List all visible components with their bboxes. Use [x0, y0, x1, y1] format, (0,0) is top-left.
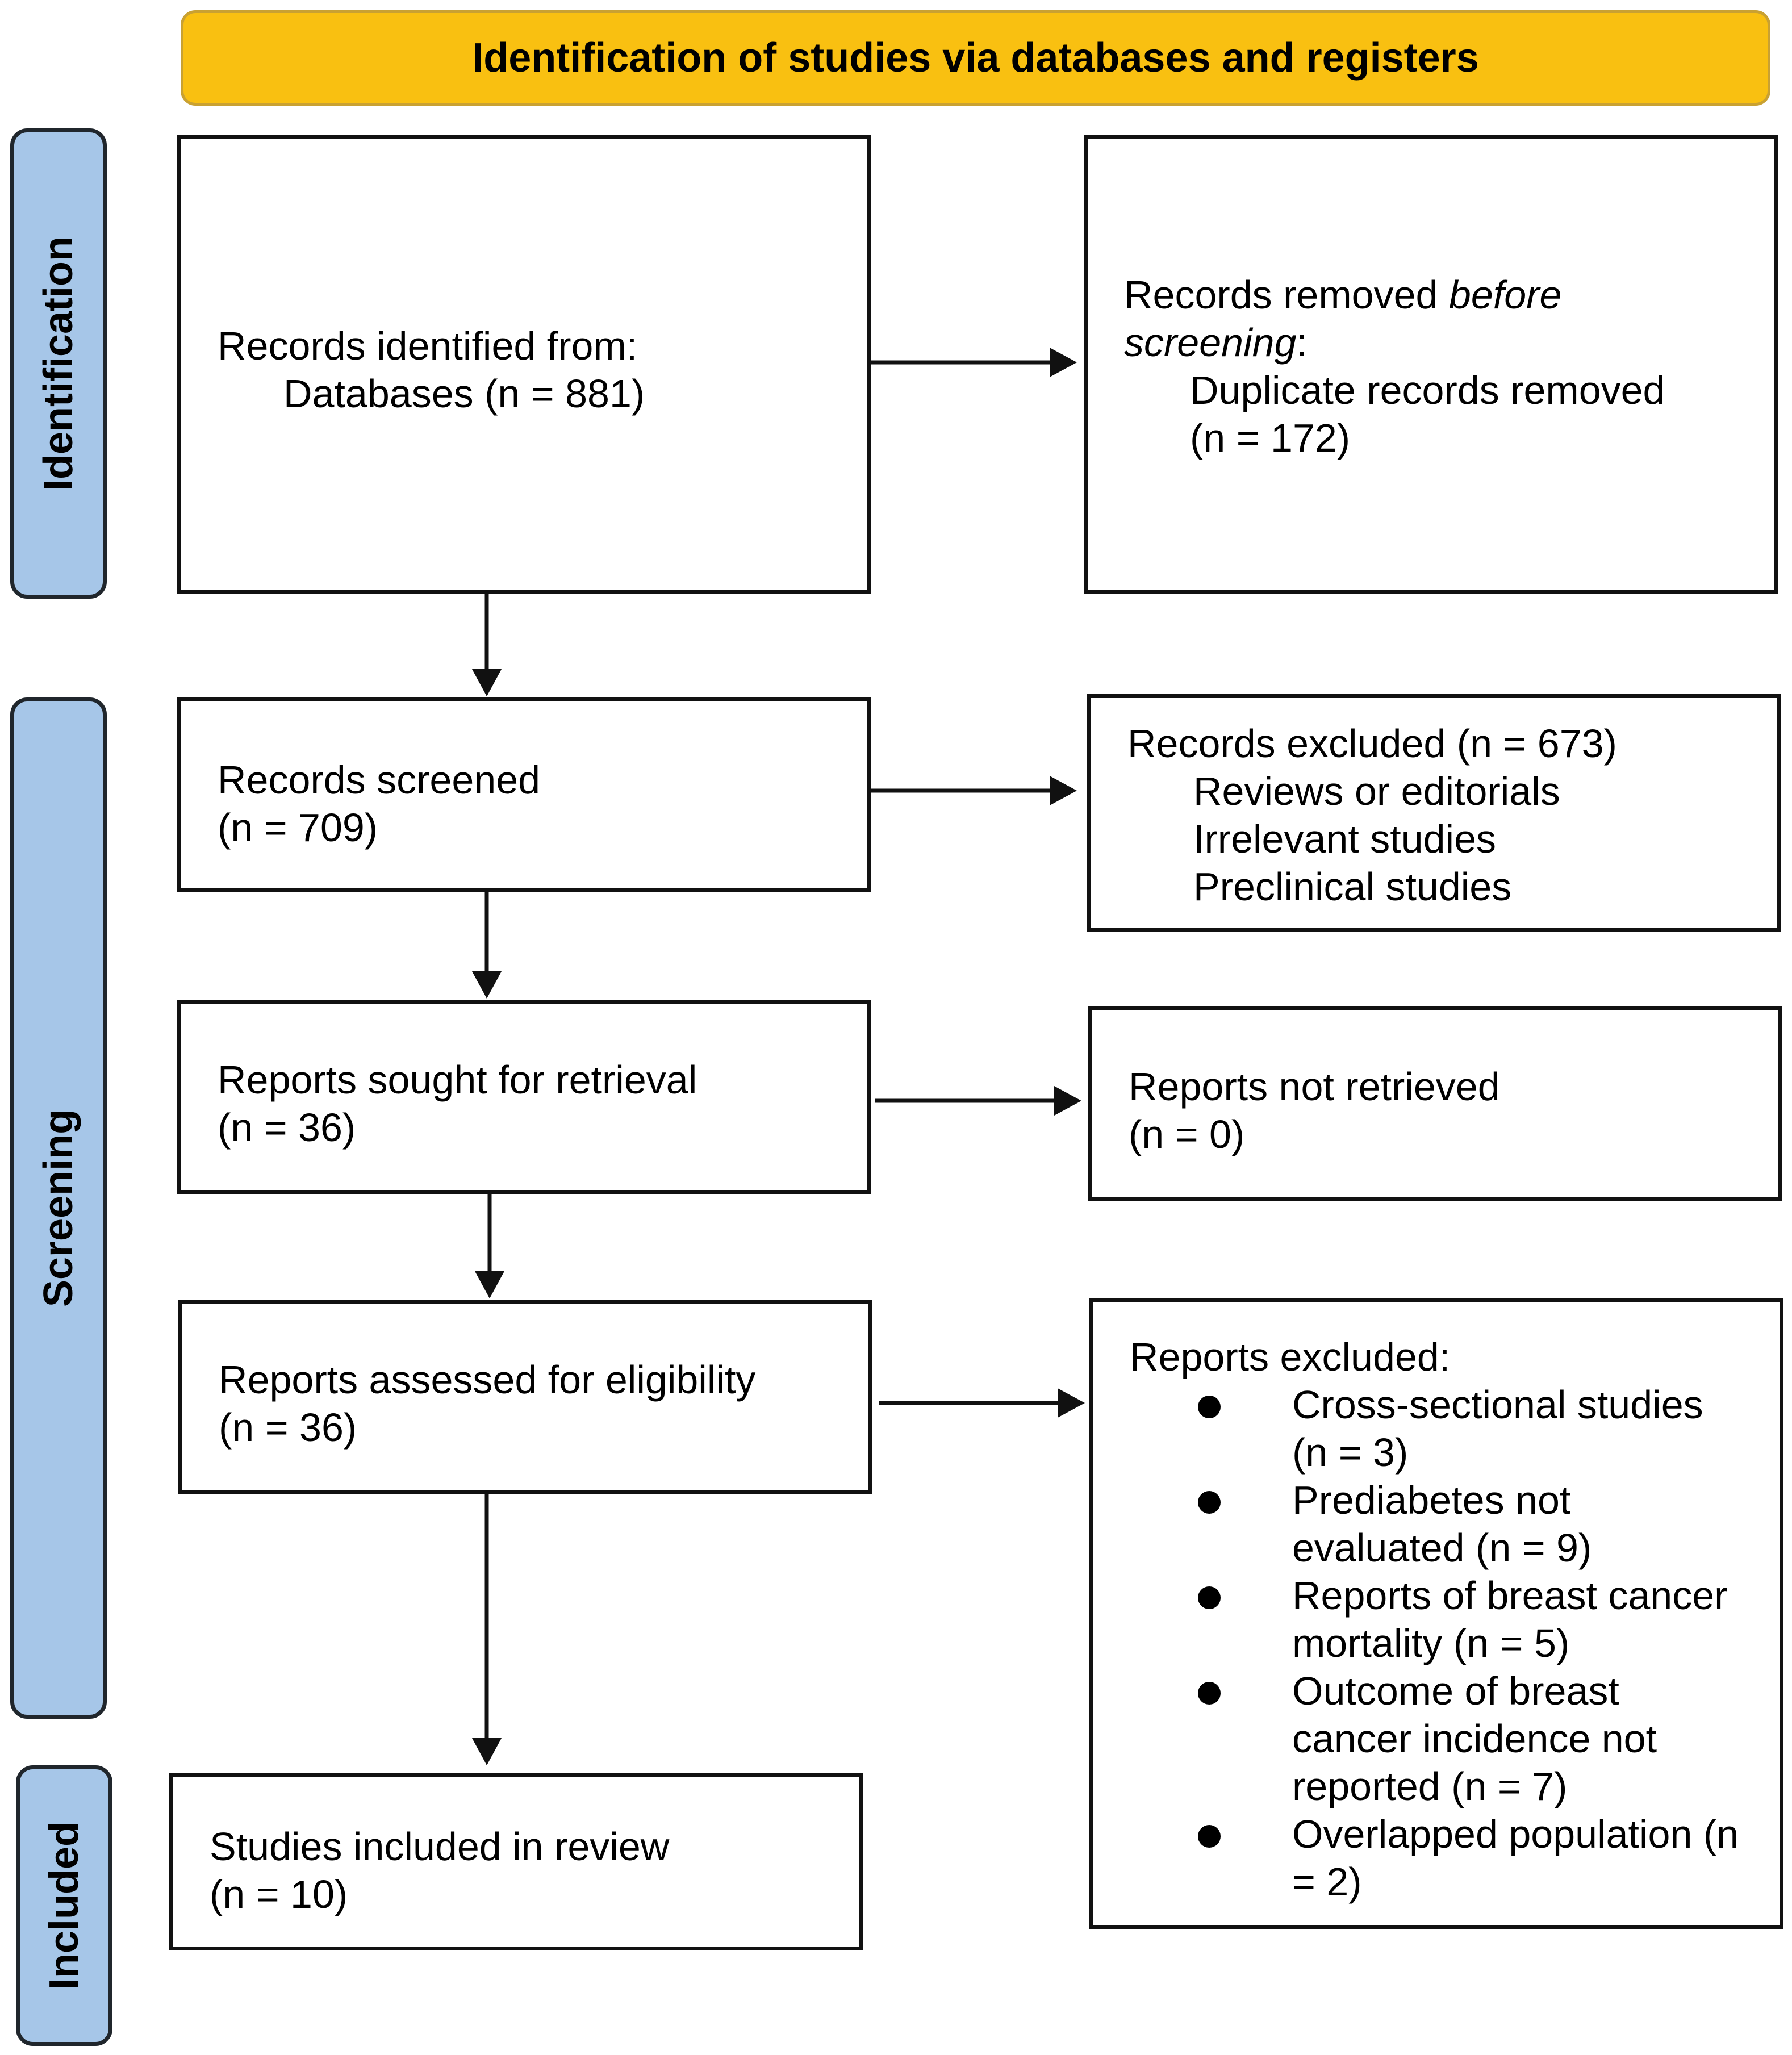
excluded-reason: Irrelevant studies	[1193, 817, 1497, 861]
records-excluded-box: Records excluded (n = 673) Reviews or ed…	[1087, 694, 1781, 932]
arrow-sought-to-notretrieved	[875, 1086, 1081, 1116]
bullet-icon	[1198, 1491, 1221, 1514]
databases-count: Databases (n = 881)	[283, 371, 645, 416]
reports-not-retrieved-label: Reports not retrieved	[1129, 1064, 1500, 1109]
reports-assessed-label: Reports assessed for eligibility	[219, 1358, 756, 1402]
excluded-reason: Preclinical studies	[1193, 864, 1512, 909]
arrow-screened-to-sought	[472, 892, 502, 999]
studies-included-count: (n = 10)	[210, 1872, 348, 1916]
excluded-reason: Reviews or editorials	[1193, 769, 1560, 813]
records-screened-box: Records screened (n = 709)	[177, 697, 871, 892]
bullet-icon	[1198, 1682, 1221, 1705]
list-item: Cross-sectional studies (n = 3)	[1130, 1381, 1747, 1476]
reports-sought-box: Reports sought for retrieval (n = 36)	[177, 1000, 871, 1194]
records-removed-box: Records removed before screening: Duplic…	[1084, 135, 1778, 594]
phase-included: Included	[16, 1765, 112, 2046]
banner-title: Identification of studies via databases …	[472, 35, 1479, 81]
bullet-icon	[1198, 1586, 1221, 1609]
records-screened-count: (n = 709)	[218, 805, 378, 850]
reports-sought-label: Reports sought for retrieval	[218, 1058, 697, 1102]
list-item: Prediabetes not evaluated (n = 9)	[1130, 1476, 1747, 1572]
reports-not-retrieved-count: (n = 0)	[1129, 1112, 1245, 1156]
reports-assessed-box: Reports assessed for eligibility (n = 36…	[178, 1300, 872, 1494]
arrow-identified-to-screened	[472, 594, 502, 696]
reports-excluded-title: Reports excluded:	[1130, 1335, 1451, 1379]
records-removed-label-cont: screening:	[1124, 320, 1308, 365]
reports-not-retrieved-box: Reports not retrieved (n = 0)	[1088, 1006, 1782, 1201]
phase-identification: Identification	[10, 128, 107, 599]
records-identified-box: Records identified from: Databases (n = …	[177, 135, 871, 594]
duplicates-count: (n = 172)	[1190, 416, 1351, 460]
studies-included-box: Studies included in review (n = 10)	[169, 1773, 863, 1950]
list-item: Overlapped population (n = 2)	[1130, 1810, 1747, 1906]
arrow-sought-to-assessed	[475, 1194, 504, 1298]
reports-sought-count: (n = 36)	[218, 1105, 356, 1150]
bullet-icon	[1198, 1396, 1221, 1418]
arrow-assessed-to-included	[472, 1494, 502, 1765]
records-identified-label: Records identified from:	[218, 324, 638, 368]
identification-banner: Identification of studies via databases …	[181, 10, 1770, 106]
reports-excluded-box: Reports excluded: Cross-sectional studie…	[1089, 1298, 1783, 1929]
list-item: Reports of breast cancer mortality (n = …	[1130, 1572, 1747, 1667]
records-removed-label: Records removed before	[1124, 273, 1562, 317]
bullet-icon	[1198, 1825, 1221, 1848]
arrow-screened-to-excluded	[871, 776, 1077, 805]
arrow-identified-to-removed	[871, 348, 1077, 377]
arrow-assessed-to-repexcl	[879, 1388, 1085, 1418]
records-screened-label: Records screened	[218, 758, 541, 802]
records-excluded-label: Records excluded (n = 673)	[1127, 721, 1617, 766]
reports-assessed-count: (n = 36)	[219, 1405, 357, 1450]
reports-excluded-list: Cross-sectional studies (n = 3) Prediabe…	[1130, 1381, 1780, 1906]
list-item: Outcome of breast cancer incidence not r…	[1130, 1667, 1747, 1810]
studies-included-label: Studies included in review	[210, 1824, 670, 1869]
duplicates-label: Duplicate records removed	[1190, 368, 1665, 412]
phase-screening: Screening	[10, 697, 107, 1719]
